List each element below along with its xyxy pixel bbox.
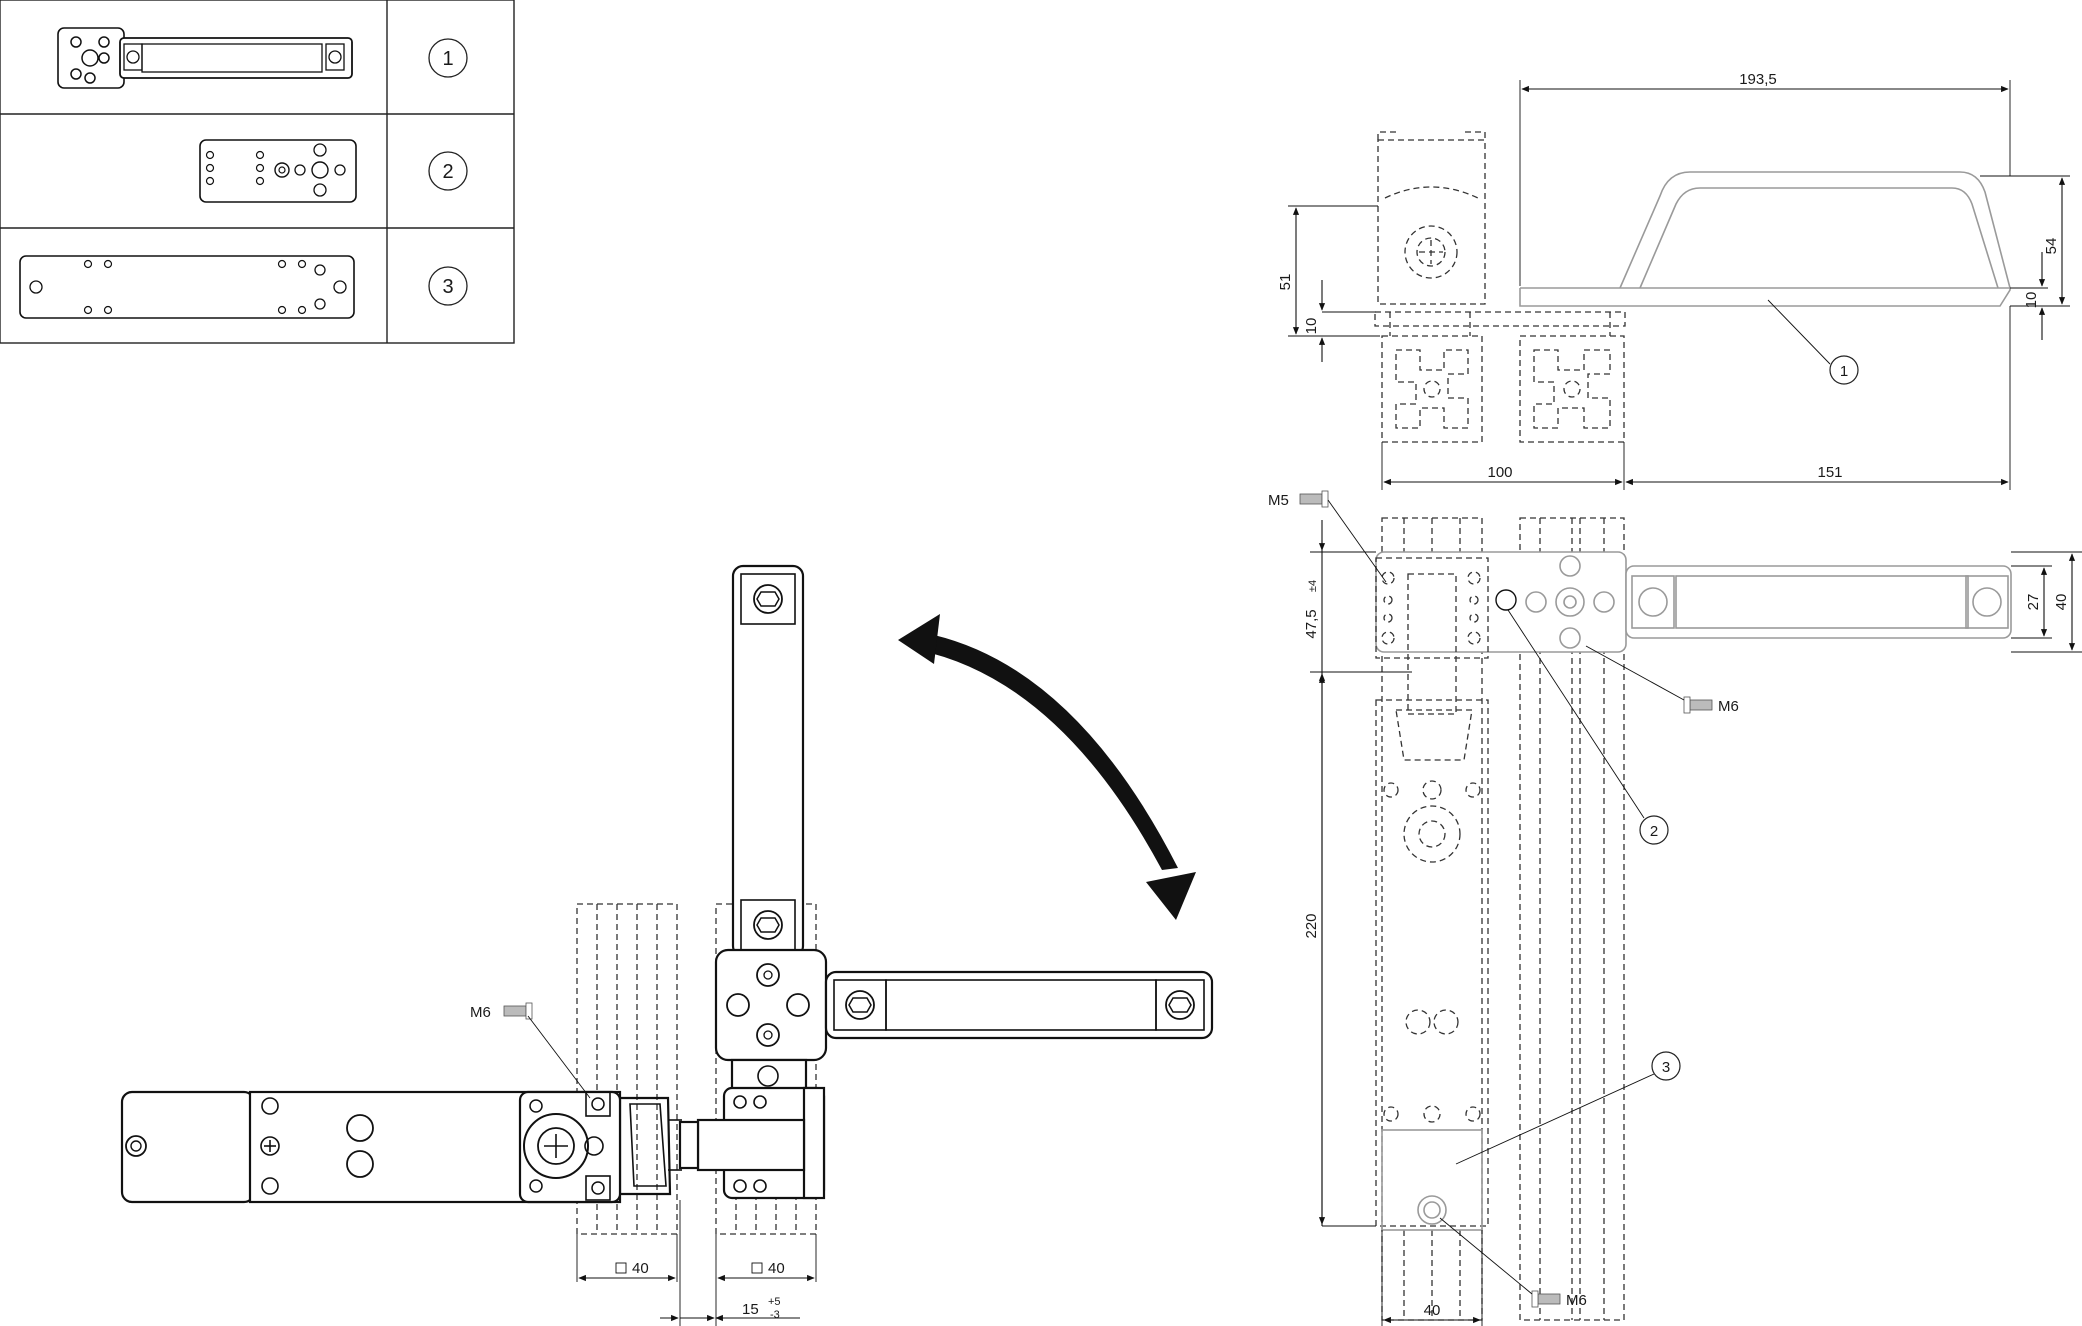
dim-10-right: 10: [2010, 252, 2048, 340]
handle-closed-position: [824, 970, 1214, 1040]
svg-text:2: 2: [1650, 823, 1658, 840]
dim-220: 220: [1303, 675, 1376, 1227]
legend-callout-1: 1: [428, 38, 468, 78]
screw-m6-upper: M6: [1585, 645, 1739, 715]
handle-open-position: [731, 564, 805, 958]
dim-51: 51: [1277, 205, 1380, 337]
switch-front-view: [1375, 557, 1517, 1227]
handle-front-view: [1625, 565, 2012, 639]
handle-side-view: [1519, 171, 2011, 307]
dim-27: 27: [2011, 565, 2052, 639]
svg-text:40: 40: [632, 1260, 649, 1277]
dim-gap-15: 15 +5 -3: [660, 1200, 800, 1326]
assembly-view: M6 40 40 15 +5 -3: [120, 564, 1214, 1326]
dim-151: 151: [1625, 464, 2009, 486]
front-view: M5 M6 M6 2 3: [1268, 490, 2082, 1326]
plate-side: [1374, 311, 1626, 327]
svg-text:10: 10: [1303, 318, 1320, 335]
svg-text:2: 2: [442, 161, 453, 183]
handle-hub: [714, 948, 828, 1094]
svg-text:100: 100: [1487, 464, 1512, 481]
actuator: [678, 1086, 826, 1200]
callout-3: 3: [1455, 1051, 1681, 1165]
mounting-plate-front: [1375, 551, 1627, 653]
dim-193-5: 193,5: [1519, 71, 2011, 286]
legend-handle-part: [57, 27, 353, 89]
svg-text:151: 151: [1817, 464, 1842, 481]
dim-profile-40-right: 40: [715, 1234, 817, 1326]
svg-text:±4: ±4: [1307, 580, 1319, 592]
dim-10-left: 10: [1303, 280, 1376, 362]
callout-2: 2: [1507, 609, 1669, 845]
legend-callout-2: 2: [428, 151, 468, 191]
svg-text:54: 54: [2043, 238, 2060, 255]
safety-switch: [120, 1090, 682, 1204]
svg-text:10: 10: [2023, 292, 2040, 309]
svg-text:47,5: 47,5: [1303, 609, 1320, 638]
svg-text:M5: M5: [1268, 492, 1289, 509]
callout-1: 1: [1767, 299, 1859, 385]
svg-text:M6: M6: [470, 1004, 491, 1021]
side-view: 193,5 51 10 54 10: [1277, 71, 2070, 490]
legend-long-plate: [19, 255, 355, 319]
svg-text:40: 40: [2053, 594, 2070, 611]
aluminium-profile-right: [1519, 335, 1625, 443]
svg-text:3: 3: [1662, 1059, 1670, 1076]
svg-text:3: 3: [442, 276, 453, 298]
screw-m6-assembly: M6: [470, 1002, 591, 1099]
svg-text:1: 1: [442, 48, 453, 70]
svg-text:193,5: 193,5: [1739, 71, 1777, 88]
svg-text:220: 220: [1303, 913, 1320, 938]
screw-m6-lower: M6: [1439, 1217, 1587, 1309]
svg-text:M6: M6: [1718, 698, 1739, 715]
svg-text:40: 40: [1424, 1302, 1441, 1319]
dim-54: 54: [1980, 175, 2070, 307]
screw-m5: M5: [1268, 490, 1387, 583]
long-plate-front: [1381, 1129, 1483, 1231]
dim-40-handle: 40: [2011, 551, 2082, 653]
dim-profile-40-left: 40: [576, 1234, 678, 1282]
legend-callout-3: 3: [428, 266, 468, 306]
dim-40-bottom: 40: [1381, 1230, 1483, 1326]
svg-text:51: 51: [1277, 274, 1294, 291]
legend-mounting-plate: [199, 139, 357, 203]
svg-text:15: 15: [742, 1301, 759, 1318]
svg-text:+5: +5: [768, 1296, 781, 1308]
svg-text:40: 40: [768, 1260, 785, 1277]
rotation-arrow: [898, 614, 1196, 920]
switch-block-side: [1377, 131, 1486, 305]
svg-text:1: 1: [1840, 363, 1848, 380]
dim-100: 100: [1381, 306, 2011, 490]
svg-text:M6: M6: [1566, 1292, 1587, 1309]
svg-text:-3: -3: [770, 1309, 780, 1321]
aluminium-profile-left: [1381, 335, 1483, 443]
svg-text:27: 27: [2025, 594, 2042, 611]
legend-table: 1 2: [0, 0, 515, 344]
